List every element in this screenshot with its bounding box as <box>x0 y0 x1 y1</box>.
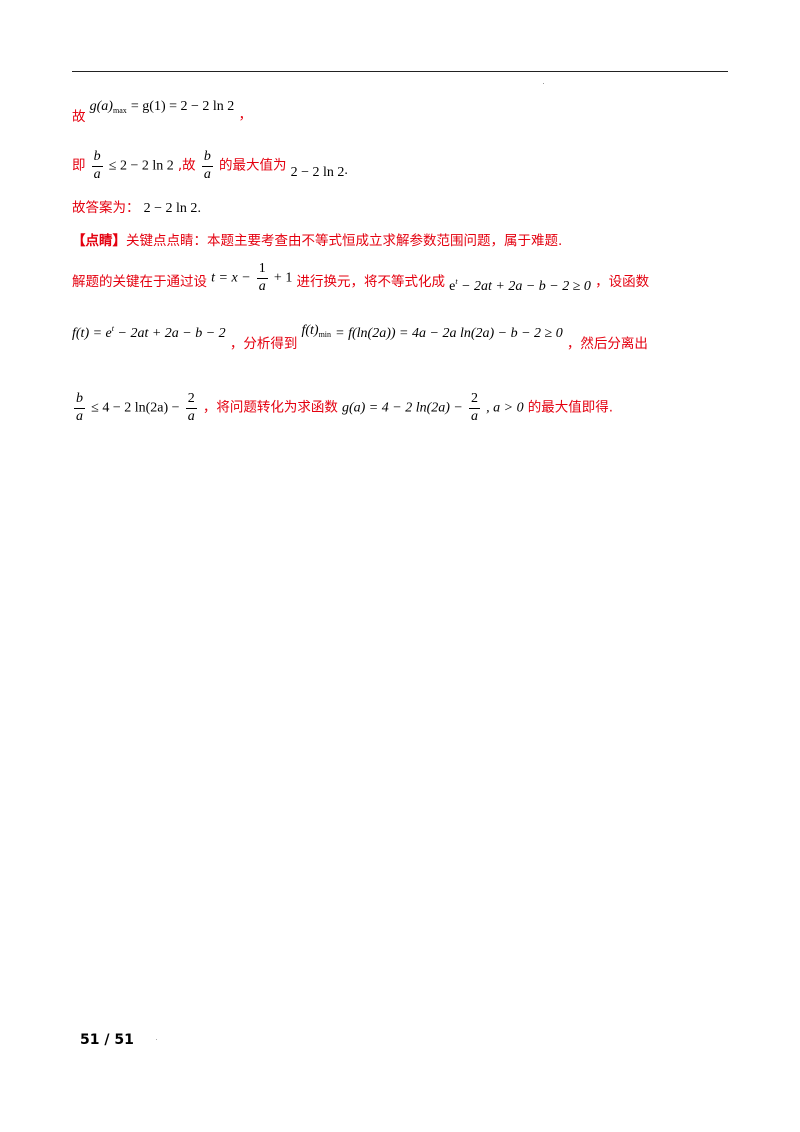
text-max-value: 的最大值为 <box>218 157 287 174</box>
bound-inequality: ≤ 4 − 2 ln(2a) − <box>91 400 180 416</box>
fraction-denominator: a <box>91 165 103 182</box>
ft-min-value: = f(ln(2a)) = 4a − 2a ln(2a) − b − 2 ≥ 0 <box>335 326 563 341</box>
fraction-1-over-a: 1 a <box>256 261 268 294</box>
line-answer: 故答案为： 2 − 2 ln 2. <box>72 200 201 216</box>
fraction-numerator: b <box>76 391 83 406</box>
fraction-numerator: 2 <box>187 391 195 406</box>
inequality: ≤ 2 − 2 ln 2 <box>108 158 174 174</box>
inequality-exp: et − 2at + 2a − b − 2 ≥ 0 <box>449 276 591 294</box>
max-value: 2 − 2 ln 2 <box>290 164 345 180</box>
line-ba-max: 即 b a ≤ 2 − 2 ln 2 ,故 b a 的最大值为 2 − 2 ln… <box>72 149 348 182</box>
header-rule <box>72 71 728 72</box>
text-gu: 故 <box>72 109 86 125</box>
g-function: g(a) = 4 − 2 ln(2a) − <box>341 400 463 416</box>
function-ft: f(t) = et − 2at + 2a − b − 2 <box>72 324 226 341</box>
answer-label: 故答案为： <box>72 200 140 216</box>
transform-text: 进行换元，将不等式化成 <box>296 273 445 290</box>
ft-rest: − 2at + 2a − b − 2 <box>117 326 226 341</box>
fraction-b-over-a: b a <box>91 149 103 182</box>
period: . <box>197 201 201 216</box>
line-conclusion: b a ≤ 4 − 2 ln(2a) − 2 a ，将问题转化为求函数 g(a)… <box>72 391 614 424</box>
define-function-text: ，设函数 <box>595 273 650 290</box>
t-expression-rest: + 1 <box>273 270 293 286</box>
fraction-numerator: b <box>93 149 101 164</box>
formula-g-value: = g(1) = 2 − 2 ln 2 <box>130 99 235 114</box>
period: . <box>344 162 348 178</box>
fraction-numerator: 1 <box>258 261 266 276</box>
convert-text: ，将问题转化为求函数 <box>202 399 338 416</box>
fraction-2-over-a: 2 a <box>185 391 197 424</box>
fraction-b-over-a-3: b a <box>74 391 85 424</box>
line-substitution: 解题的关键在于通过设 t = x − 1 a + 1 进行换元，将不等式化成 e… <box>72 261 650 294</box>
exp-rest: − 2at + 2a − b − 2 ≥ 0 <box>461 278 591 294</box>
ft-min: f(t) <box>301 323 319 338</box>
text-gu: ,故 <box>177 157 196 174</box>
g-domain: , a > 0 <box>486 400 524 416</box>
exp-base: e <box>449 278 456 294</box>
text-comma: ， <box>238 107 252 123</box>
fraction-b-over-a-2: b a <box>201 149 213 182</box>
footer-dot <box>156 1039 157 1040</box>
fraction-denominator: a <box>201 165 213 182</box>
line-function-analysis: f(t) = et − 2at + 2a − b − 2 ，分析得到 f(t)m… <box>72 323 648 351</box>
fraction-denominator: a <box>256 277 268 294</box>
final-text: 的最大值即得. <box>527 399 614 416</box>
fraction-numerator: b <box>203 149 211 164</box>
ft-min-sub: min <box>318 330 332 339</box>
key-point-label: 【点睛】 <box>72 233 126 249</box>
line-key-point: 【点睛】关键点点睛：本题主要考查由不等式恒成立求解参数范围问题，属于难题. <box>72 233 563 249</box>
line-gmax: 故 g(a)max = g(1) = 2 − 2 ln 2 ， <box>72 99 252 124</box>
header-dot <box>543 83 544 84</box>
analysis-text: ，分析得到 <box>229 336 298 352</box>
fraction-numerator: 2 <box>471 391 478 406</box>
ft-power: t <box>111 324 114 333</box>
fraction-2-over-a-2: 2 a <box>469 391 480 424</box>
formula-g-sub: max <box>112 106 127 115</box>
fraction-denominator: a <box>185 407 197 424</box>
answer-value: 2 − 2 ln 2 <box>143 201 198 216</box>
text-ji: 即 <box>72 157 86 174</box>
exp-power: t <box>455 276 458 286</box>
key-point-text: 关键点点睛：本题主要考查由不等式恒成立求解参数范围问题，属于难题. <box>126 233 563 249</box>
separate-text: ，然后分离出 <box>566 336 648 352</box>
fraction-denominator: a <box>469 407 480 424</box>
fraction-denominator: a <box>74 407 85 424</box>
substitution-text: 解题的关键在于通过设 <box>72 273 207 290</box>
ft-base: f(t) = e <box>72 326 112 341</box>
t-expression: t = x − <box>211 270 251 286</box>
formula-g: g(a) <box>89 99 113 114</box>
page-number: 51 / 51 <box>80 1032 134 1048</box>
